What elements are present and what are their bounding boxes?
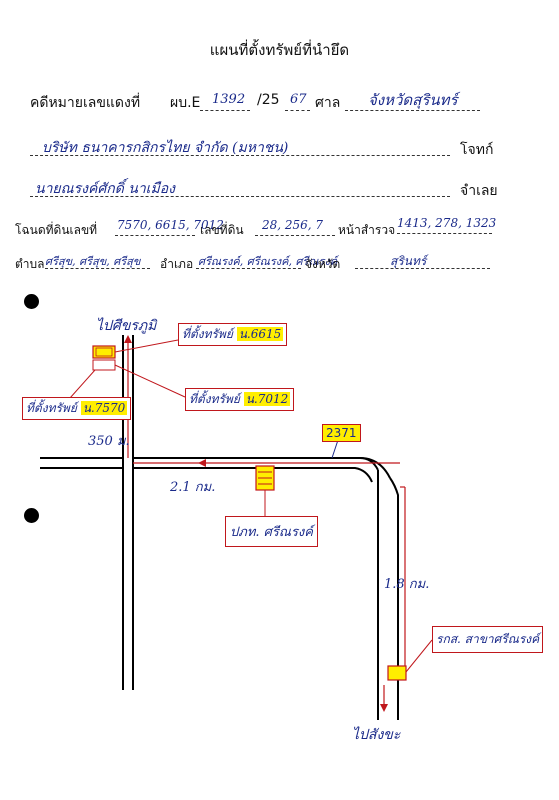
leader-2371 (331, 439, 339, 459)
leader-bank (405, 639, 433, 673)
case-prefix: ผบ.E (170, 95, 201, 111)
amphoe-label: อำเภอ (160, 257, 194, 271)
binder-hole-top (24, 294, 39, 309)
case-sep: /25 (257, 92, 280, 108)
court-name: จังหวัดสุรินทร์ (368, 91, 458, 109)
tambon-value: ศรีสุข, ศรีสุข, ศรีสุข (45, 255, 141, 268)
police-station-box: ปภท. ศรีณรงค์ (225, 516, 318, 547)
road-2371-bottom (133, 467, 373, 483)
case-year: 67 (290, 92, 307, 107)
property-box-7570-text: ที่ตั้งทรัพย์ (26, 401, 77, 415)
route-south-arrow (380, 704, 388, 712)
leader-7012 (114, 364, 186, 398)
route-north-arrow (124, 335, 132, 343)
property-box-6615-num: น.6615 (236, 327, 284, 341)
plaintiff-label: โจทก์ (460, 142, 494, 158)
bank-marker (387, 665, 407, 681)
defendant-label: จำเลย (460, 183, 498, 199)
distance-2-1km: 2.1 กม. (170, 480, 216, 495)
property-box-7012-text: ที่ตั้งทรัพย์ (189, 392, 240, 406)
road-2371-label: 2371 (322, 424, 361, 442)
branch-road-right (389, 477, 399, 720)
survey-label: หน้าสำรวจ (338, 223, 396, 237)
land-label: เลขที่ดิน (200, 223, 244, 237)
page-title: แผนที่ตั้งทรัพย์ที่นำยึด (209, 41, 350, 59)
province-value: สุรินทร์ (390, 254, 427, 268)
survey-numbers: 1413, 278, 1323 (397, 216, 497, 230)
amphoe-value: ศรีณรงค์, ศรีณรงค์, ศรีณรงค์ (198, 255, 338, 268)
distance-1-8km: 1.8 กม. (384, 577, 430, 592)
case-number: 1392 (212, 92, 246, 107)
property-box-7570: ที่ตั้งทรัพย์ น.7570 (22, 397, 132, 420)
leader-7570 (69, 369, 96, 399)
property-box-6615-text: ที่ตั้งทรัพย์ (182, 327, 233, 341)
to-north-label: ไปศีขรภูมิ (96, 318, 157, 334)
road-curve (359, 457, 391, 479)
case-label: คดีหมายเลขแดงที่ (30, 95, 141, 111)
property-marker-7570 (92, 359, 116, 371)
deed-numbers: 7570, 6615, 7012 (117, 218, 224, 232)
land-numbers: 28, 256, 7 (262, 218, 324, 232)
property-box-7012: ที่ตั้งทรัพย์ น.7012 (185, 388, 295, 411)
deed-label: โฉนดที่ดินเลขที่ (15, 223, 98, 237)
property-box-6615: ที่ตั้งทรัพย์ น.6615 (178, 323, 288, 346)
leader-6615 (114, 339, 179, 353)
property-box-7570-num: น.7570 (80, 401, 128, 415)
route-west-arrow (198, 459, 206, 467)
court-label: ศาล (315, 95, 341, 111)
distance-350m: 350 ม. (88, 434, 130, 449)
plaintiff-name: บริษัท ธนาคารกสิกรไทย จำกัด (มหาชน) (42, 140, 289, 156)
binder-hole-bottom (24, 508, 39, 523)
province-label: จังหวัด (305, 257, 341, 271)
defendant-name: นายณรงค์ศักดิ์ นาเมือง (35, 181, 175, 197)
property-box-7012-num: น.7012 (243, 392, 291, 406)
tambon-label: ตำบล (15, 257, 45, 271)
bank-branch-box: รกส. สาขาศรีณรงค์ (432, 626, 544, 653)
to-south-label: ไปสังขะ (352, 727, 401, 743)
